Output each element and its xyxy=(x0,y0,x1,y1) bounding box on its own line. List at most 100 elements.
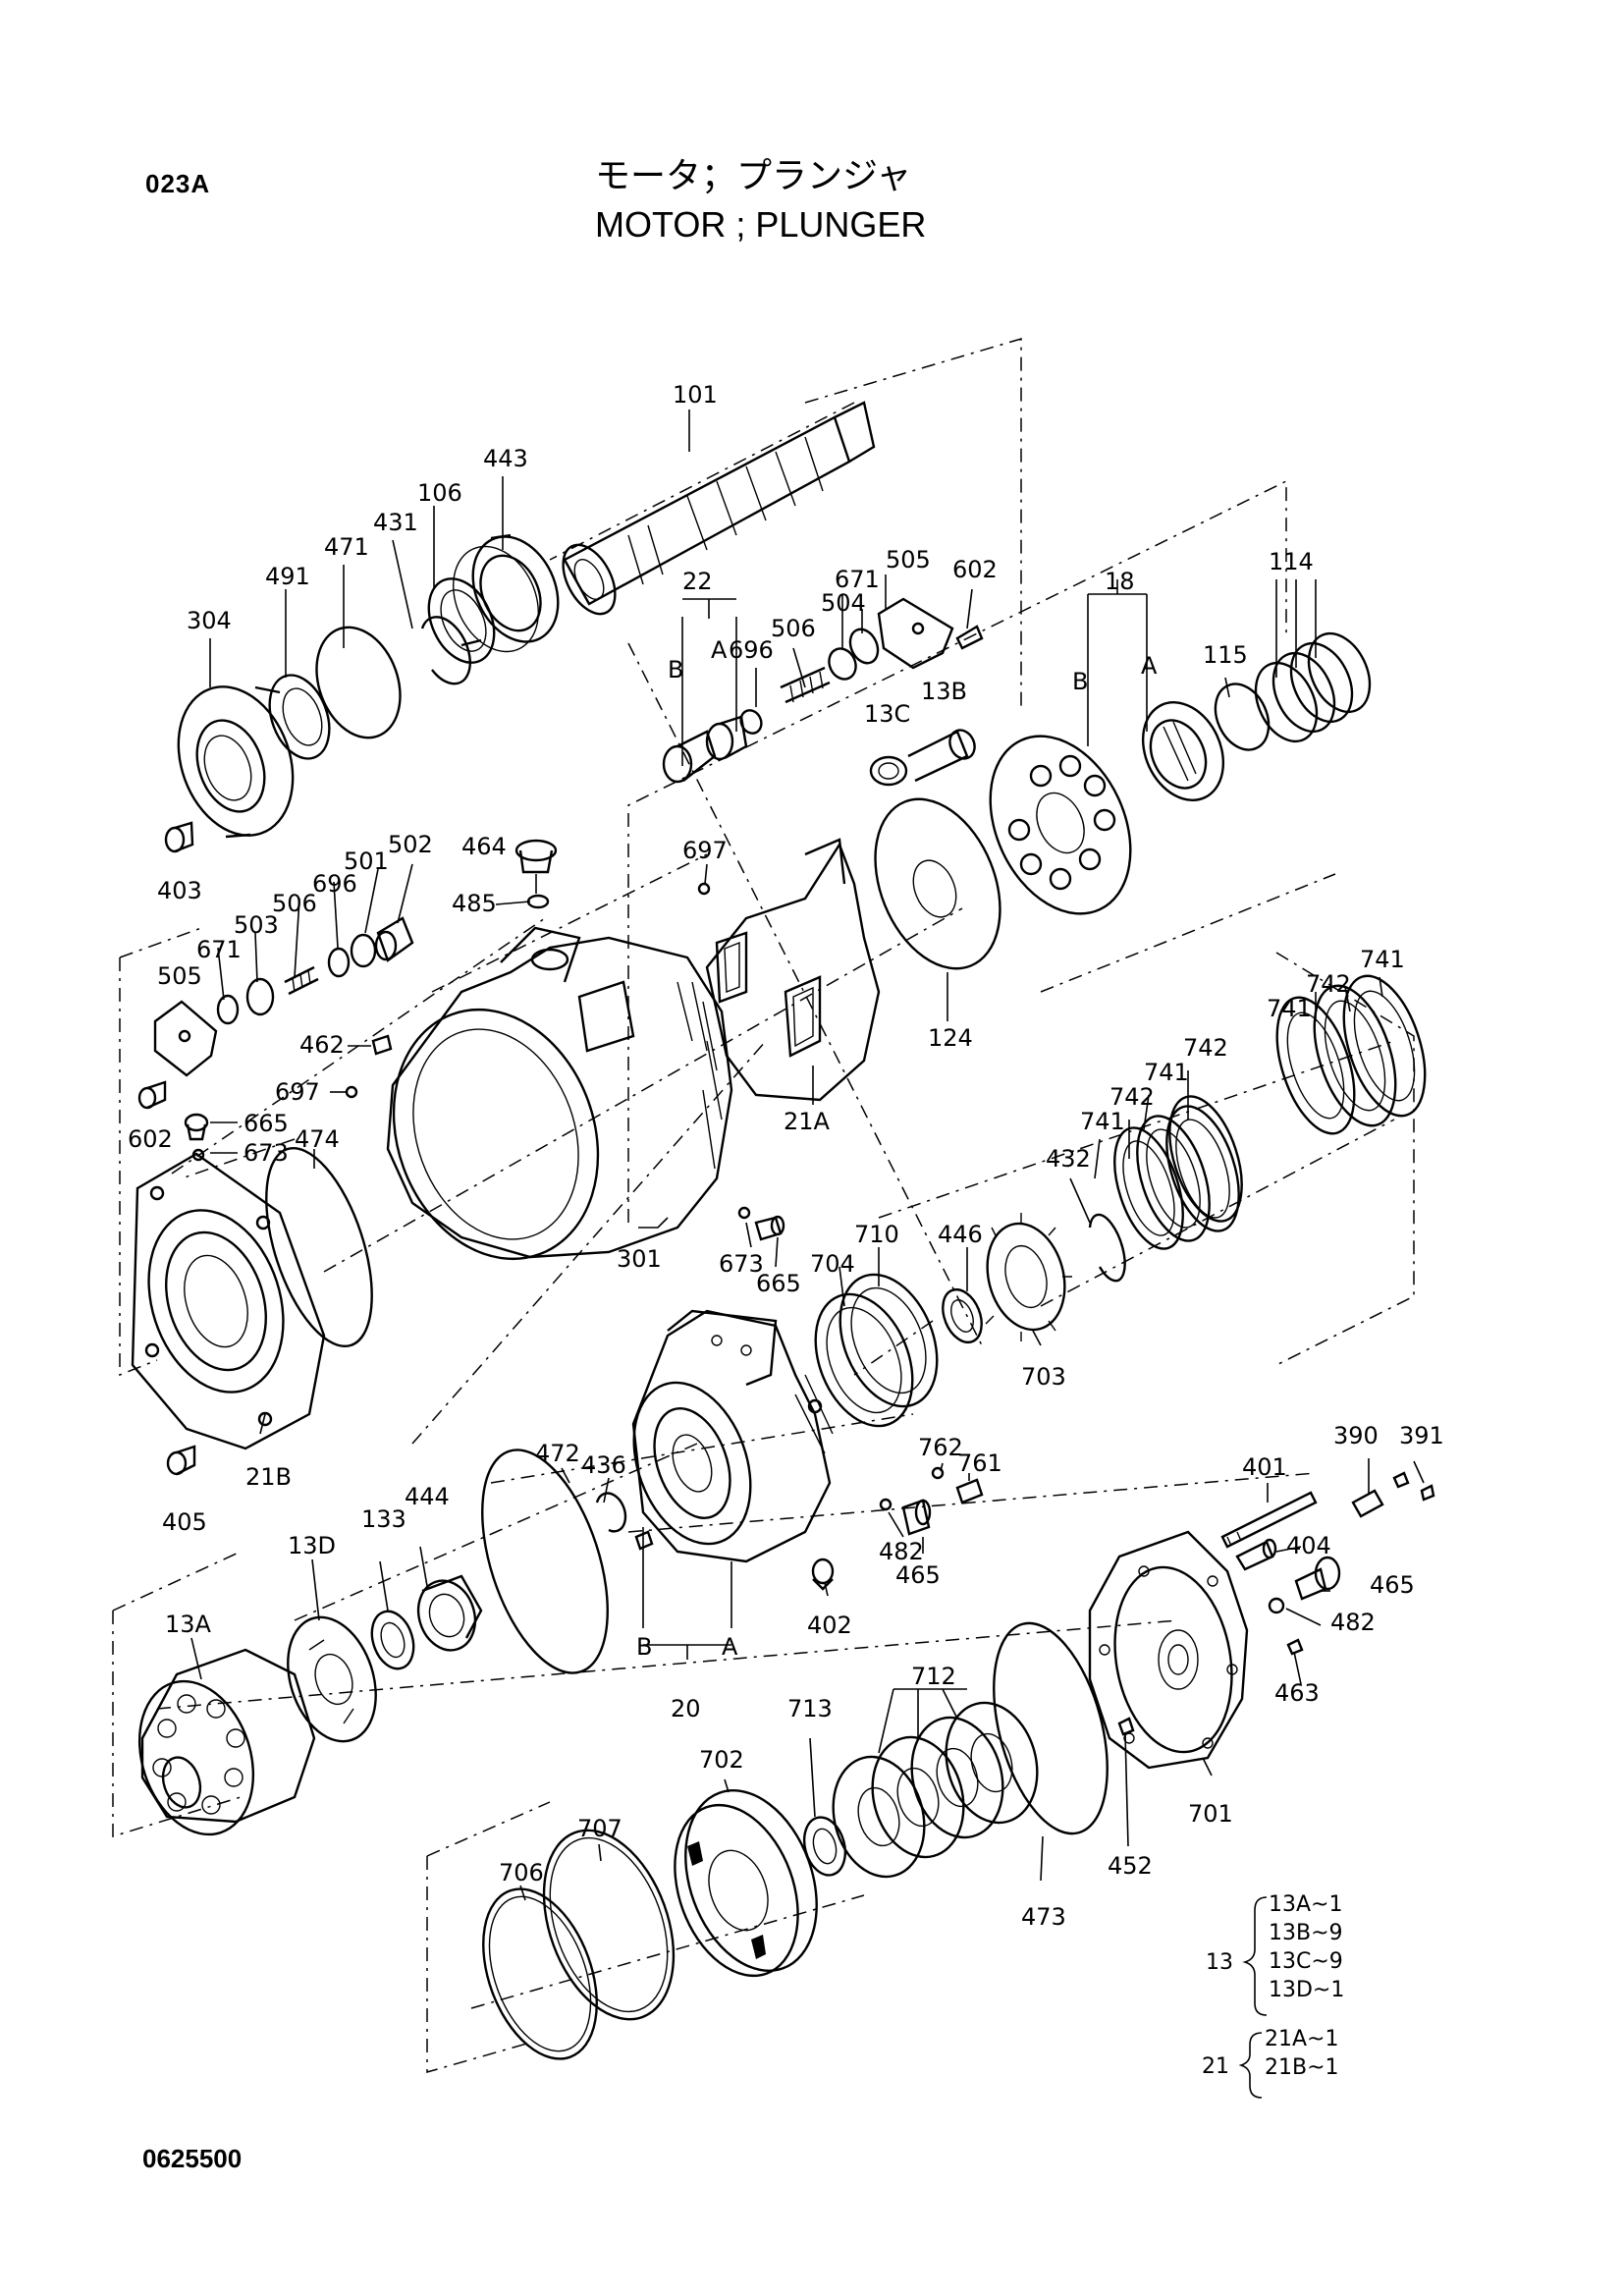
part-671-o-ring xyxy=(216,994,240,1025)
part-115-ring xyxy=(1214,683,1271,751)
callout: 505 xyxy=(157,962,202,990)
callout: 482 xyxy=(1330,1609,1376,1636)
callout: 432 xyxy=(1046,1145,1091,1173)
callout: 463 xyxy=(1274,1679,1320,1707)
part-501-ring xyxy=(350,933,377,968)
callout: 18 xyxy=(1105,568,1135,595)
callout: 742 xyxy=(1109,1083,1155,1111)
callout: 21A xyxy=(784,1108,831,1135)
callout: 21B xyxy=(245,1463,292,1491)
callout: 452 xyxy=(1108,1852,1153,1880)
part-464-plug xyxy=(514,839,558,874)
part-502-sleeve xyxy=(374,916,414,962)
part-741-742-friction-discs xyxy=(1113,974,1427,1250)
callout: 133 xyxy=(361,1505,406,1533)
callout: 713 xyxy=(787,1695,833,1722)
part-473-o-ring xyxy=(993,1621,1109,1835)
leader-lines xyxy=(190,410,1425,1901)
part-704-ring xyxy=(814,1292,914,1428)
part-703-gear xyxy=(985,1213,1072,1341)
callout: 472 xyxy=(535,1440,580,1467)
callout: 741 xyxy=(1144,1059,1189,1086)
callout: 712 xyxy=(911,1663,956,1690)
callout: 465 xyxy=(1370,1571,1415,1599)
part-114-spring-set xyxy=(1254,631,1372,743)
callout: 501 xyxy=(344,847,389,875)
legend-item: 13B~9 xyxy=(1269,1921,1343,1945)
legend-21-items: 21A~1 21B~1 xyxy=(1265,2025,1339,2082)
callout: 697 xyxy=(275,1078,320,1106)
callout: 701 xyxy=(1188,1800,1233,1828)
callout: 505 xyxy=(886,546,931,574)
callout: A xyxy=(1141,652,1158,680)
legend-item: 13A~1 xyxy=(1269,1892,1343,1917)
part-503-plug xyxy=(245,977,275,1016)
callout: 697 xyxy=(682,837,728,864)
title-japanese: モータ；プランジャ xyxy=(595,155,912,195)
part-402-bolt xyxy=(811,1558,835,1591)
callout: 665 xyxy=(756,1270,801,1297)
callout: 301 xyxy=(617,1245,662,1273)
part-696-o-ring xyxy=(327,947,351,978)
callout: 710 xyxy=(854,1221,899,1248)
callout: 473 xyxy=(1021,1903,1066,1931)
part-665-plug-left xyxy=(184,1113,209,1141)
part-702-ring-gear xyxy=(674,1789,818,1978)
callout: 443 xyxy=(483,445,528,472)
callout: 114 xyxy=(1269,548,1314,575)
part-701-hub xyxy=(1088,1530,1249,1770)
part-602-bolt-left xyxy=(137,1080,167,1110)
callout: B xyxy=(668,656,683,683)
part-18b-valve-plate xyxy=(989,735,1132,915)
legend-item: 21B~1 xyxy=(1265,2055,1339,2080)
part-18a-bearing xyxy=(1141,701,1225,801)
part-444-bearing xyxy=(416,1574,483,1652)
callout: 403 xyxy=(157,877,202,904)
part-21a-swash-plate xyxy=(705,838,881,1102)
callout: 707 xyxy=(577,1815,622,1842)
part-452-pin xyxy=(1117,1717,1135,1736)
callout: 431 xyxy=(373,509,418,536)
part-22-valve xyxy=(662,628,880,784)
legend-item: 13D~1 xyxy=(1269,1978,1345,2002)
part-13a-cylinder-block xyxy=(137,1648,316,1836)
callout: 506 xyxy=(771,615,816,642)
part-697-orifice xyxy=(697,882,711,896)
callout: 706 xyxy=(499,1859,544,1886)
callout: 506 xyxy=(272,890,317,917)
part-712-ring-stack xyxy=(832,1701,1039,1879)
callout: 704 xyxy=(810,1250,855,1278)
callout: 446 xyxy=(938,1221,983,1248)
callout: 742 xyxy=(1183,1034,1228,1062)
part-391-screw xyxy=(1392,1471,1435,1502)
callout: 13B xyxy=(921,678,967,705)
callout: 13D xyxy=(288,1532,336,1559)
part-482-o-ring-right xyxy=(1268,1597,1285,1614)
part-697-orifice-left xyxy=(345,1085,358,1099)
callout: 703 xyxy=(1021,1363,1066,1391)
callout: 491 xyxy=(265,563,310,590)
drawing-number: 0625500 xyxy=(142,2144,243,2173)
part-472-o-ring xyxy=(481,1449,609,1674)
part-431-snap-ring xyxy=(420,616,471,685)
callout: 401 xyxy=(1242,1453,1287,1481)
callout: 390 xyxy=(1333,1422,1379,1449)
callout: 602 xyxy=(128,1125,173,1153)
callout: B xyxy=(636,1633,652,1661)
part-403-bolt xyxy=(164,821,194,853)
legend-braces xyxy=(1238,1896,1268,2099)
part-463-plug xyxy=(1286,1638,1304,1656)
callout: 465 xyxy=(895,1561,941,1589)
title-english: MOTOR ; PLUNGER xyxy=(595,204,927,245)
callout: 20 xyxy=(671,1695,701,1722)
part-462-plug xyxy=(371,1034,393,1056)
callout: 741 xyxy=(1267,995,1312,1022)
part-505-plate xyxy=(877,597,984,670)
part-762-o-ring xyxy=(931,1466,945,1480)
part-482-o-ring-left xyxy=(879,1498,893,1511)
callout: 124 xyxy=(928,1024,973,1052)
part-301-casing xyxy=(386,926,733,1261)
callout: 13A xyxy=(165,1611,212,1638)
callout: 402 xyxy=(807,1612,852,1639)
